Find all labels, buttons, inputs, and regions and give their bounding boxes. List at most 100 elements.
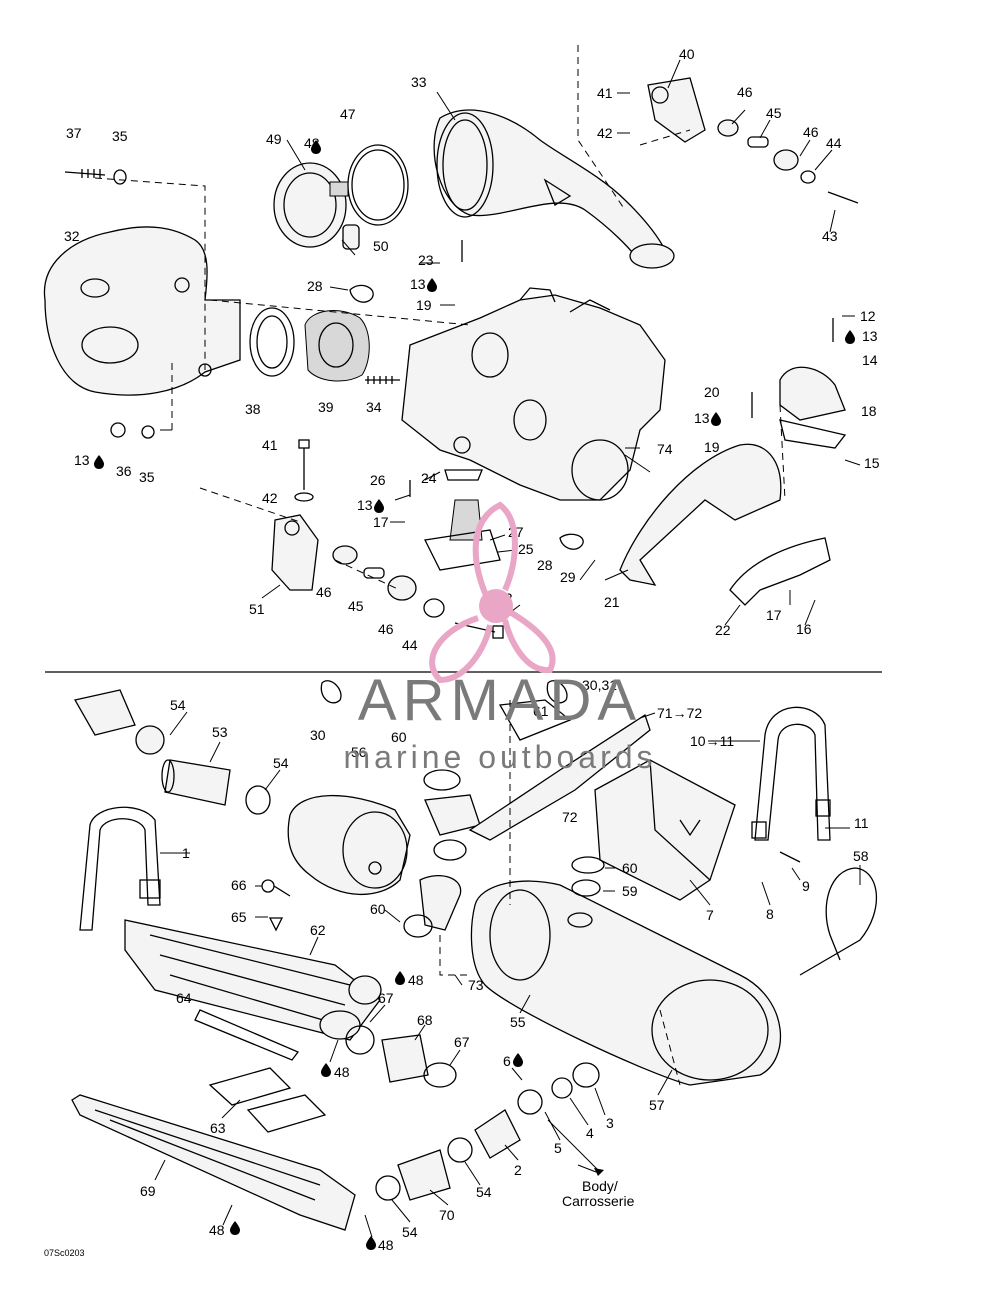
callout-13: 13 xyxy=(410,276,426,292)
callout-17: 17 xyxy=(373,514,389,530)
callout-74: 74 xyxy=(657,441,673,457)
callout-60: 60 xyxy=(622,860,638,876)
callout-42: 42 xyxy=(262,490,278,506)
main-muffler xyxy=(470,880,782,1086)
callout-39: 39 xyxy=(318,399,334,415)
callout-59: 59 xyxy=(622,883,638,899)
propeller-logo-icon xyxy=(429,501,556,684)
callout-32: 32 xyxy=(64,228,80,244)
gasket-ring xyxy=(347,144,409,226)
callout-65: 65 xyxy=(231,909,247,925)
callout-19: 19 xyxy=(704,439,720,455)
retaining-strap xyxy=(754,706,831,841)
callout-13: 13 xyxy=(862,328,878,344)
upper-assembly xyxy=(43,45,859,639)
callout-61: 61 xyxy=(533,703,549,719)
leader-lines xyxy=(154,59,861,1238)
callout-44: 44 xyxy=(826,135,842,151)
callout-43: 43 xyxy=(822,228,838,244)
callout-6: 6 xyxy=(503,1053,511,1069)
callout-47: 47 xyxy=(340,106,356,122)
callout-53: 53 xyxy=(212,724,228,740)
callout-64: 64 xyxy=(176,990,192,1006)
callout-48: 48 xyxy=(334,1064,350,1080)
callout-55: 55 xyxy=(510,1014,526,1030)
callout-33: 33 xyxy=(411,74,427,90)
callout-68: 68 xyxy=(417,1012,433,1028)
callout-54: 54 xyxy=(170,697,186,713)
lower-assembly xyxy=(71,680,878,1231)
strap-clamp xyxy=(79,806,161,931)
callout-14: 14 xyxy=(862,352,878,368)
callout-2: 2 xyxy=(514,1162,522,1178)
body-note-line2: Carrosserie xyxy=(562,1193,635,1209)
callout-46: 46 xyxy=(316,584,332,600)
callout-23: 23 xyxy=(418,252,434,268)
callout-71-72: 71→72 xyxy=(657,705,702,721)
callout-67: 67 xyxy=(454,1034,470,1050)
callout-42: 42 xyxy=(597,125,613,141)
heat-shield xyxy=(619,443,782,586)
callout-18: 18 xyxy=(861,403,877,419)
callout-35: 35 xyxy=(139,469,155,485)
engine-block xyxy=(401,294,666,501)
callout-66: 66 xyxy=(231,877,247,893)
callout-60: 60 xyxy=(391,729,407,745)
callout-15: 15 xyxy=(864,455,880,471)
exhaust-pipe xyxy=(433,109,666,263)
callout-22: 22 xyxy=(715,622,731,638)
engine-mount xyxy=(449,499,483,541)
callout-28: 28 xyxy=(537,557,553,573)
callout-21: 21 xyxy=(604,594,620,610)
callout-45: 45 xyxy=(348,598,364,614)
figure-code: 07Sc0203 xyxy=(44,1248,85,1258)
callout-30: 30 xyxy=(310,727,326,743)
water-box xyxy=(594,759,736,901)
callout-38: 38 xyxy=(245,401,261,417)
callout-5: 5 xyxy=(554,1140,562,1156)
callout-62: 62 xyxy=(310,922,326,938)
callout-73: 73 xyxy=(468,977,484,993)
cable-tie xyxy=(799,867,878,976)
callout-46: 46 xyxy=(737,84,753,100)
callout-11: 11 xyxy=(854,815,869,831)
callout-41: 41 xyxy=(597,85,613,101)
support-plate xyxy=(729,537,831,606)
callout-1: 1 xyxy=(182,845,190,861)
callout-37: 37 xyxy=(66,125,82,141)
callout-35: 35 xyxy=(112,128,128,144)
callout-46: 46 xyxy=(378,621,394,637)
watermark-brand: ARMADA xyxy=(358,668,642,733)
callout-7: 7 xyxy=(706,907,714,923)
callout-58: 58 xyxy=(853,848,869,864)
callout-44: 44 xyxy=(402,637,418,653)
callout-46: 46 xyxy=(803,124,819,140)
watermark-tagline: marine outboards xyxy=(343,739,656,775)
callout-49: 49 xyxy=(266,131,282,147)
callout-60: 60 xyxy=(370,901,386,917)
clamp-ring xyxy=(273,162,347,248)
exhaust-manifold xyxy=(43,226,241,396)
exhaust-flange xyxy=(304,310,370,382)
callout-54: 54 xyxy=(476,1184,492,1200)
callout-26: 26 xyxy=(370,472,386,488)
lower-tubes xyxy=(71,1094,356,1231)
callout-72: 72 xyxy=(562,809,578,825)
body-note-line1: Body/ xyxy=(582,1178,618,1194)
callout-8: 8 xyxy=(766,906,774,922)
callout-40: 40 xyxy=(679,46,695,62)
callout-67: 67 xyxy=(378,990,394,1006)
exhaust-bracket xyxy=(647,77,706,143)
callout-48: 48 xyxy=(408,972,424,988)
engine-cover xyxy=(779,366,846,421)
callout-54: 54 xyxy=(402,1224,418,1240)
callout-3: 3 xyxy=(606,1115,614,1131)
callout-63: 63 xyxy=(210,1120,226,1136)
watermark: ARMADA marine outboards xyxy=(343,501,656,775)
callout-51: 51 xyxy=(249,601,265,617)
callout-13: 13 xyxy=(74,452,90,468)
callout-45: 45 xyxy=(766,105,782,121)
callout-48: 48 xyxy=(209,1222,225,1238)
callout-19: 19 xyxy=(416,297,432,313)
